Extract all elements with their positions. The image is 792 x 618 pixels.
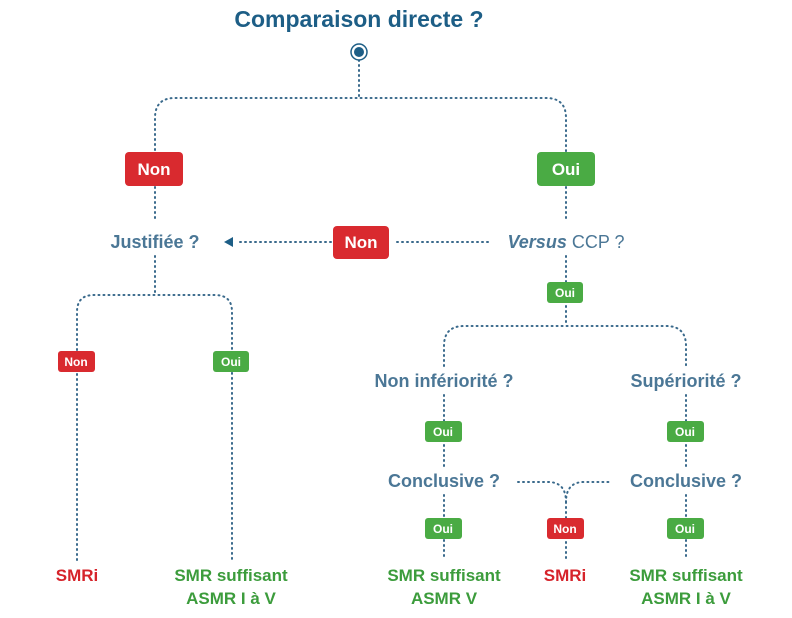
result-smri-left: SMRi <box>56 566 99 585</box>
badge-justified-oui-label: Oui <box>221 355 241 369</box>
question-non-inferiority: Non infériorité ? <box>375 371 514 391</box>
result-smr-sufficient-3-line2: ASMR I à V <box>641 589 731 608</box>
question-versus-ccp: Versus CCP ? <box>507 232 624 252</box>
badge-justified-non-label: Non <box>64 355 87 369</box>
badge-sup-concl-oui: Oui <box>667 518 704 539</box>
arrow-left-icon <box>224 237 233 247</box>
badge-noninf-oui: Oui <box>425 421 462 442</box>
result-smr-sufficient-3-line1: SMR suffisant <box>629 566 743 585</box>
connectors <box>76 59 687 561</box>
connector-justified-branch <box>76 294 233 561</box>
badge-top-oui-label: Oui <box>552 160 580 179</box>
badge-top-oui: Oui <box>537 152 595 186</box>
question-justified: Justifiée ? <box>110 232 199 252</box>
badge-middle-non-label: Non <box>344 233 377 252</box>
connector-versus-branch <box>443 325 687 367</box>
badge-top-non-label: Non <box>137 160 170 179</box>
versus-rest: CCP ? <box>567 232 625 252</box>
badge-versus-oui: Oui <box>547 282 583 303</box>
badge-noninf-oui-label: Oui <box>433 425 453 439</box>
start-node-core <box>354 47 364 57</box>
versus-italic: Versus <box>507 232 566 252</box>
badge-versus-oui-label: Oui <box>555 286 575 300</box>
badge-sup-oui-label: Oui <box>675 425 695 439</box>
result-smr-sufficient-1-line1: SMR suffisant <box>174 566 288 585</box>
badge-justified-non: Non <box>58 351 95 372</box>
question-conclusive-right: Conclusive ? <box>630 471 742 491</box>
diagram-title: Comparaison directe ? <box>234 6 483 32</box>
badge-noninf-concl-oui: Oui <box>425 518 462 539</box>
badge-middle-non: Non <box>333 226 389 259</box>
badge-sup-oui: Oui <box>667 421 704 442</box>
connector-root-branch <box>154 97 567 153</box>
result-smr-sufficient-2-line2: ASMR V <box>411 589 478 608</box>
result-smri-middle: SMRi <box>544 566 587 585</box>
badge-sup-concl-oui-label: Oui <box>675 522 695 536</box>
badge-concl-non-label: Non <box>553 522 576 536</box>
question-superiority: Supériorité ? <box>630 371 741 391</box>
result-smr-sufficient-2-line1: SMR suffisant <box>387 566 501 585</box>
question-conclusive-left: Conclusive ? <box>388 471 500 491</box>
badge-justified-oui: Oui <box>213 351 249 372</box>
badge-top-non: Non <box>125 152 183 186</box>
result-smr-sufficient-1-line2: ASMR I à V <box>186 589 276 608</box>
badge-concl-non: Non <box>547 518 584 539</box>
badge-noninf-concl-oui-label: Oui <box>433 522 453 536</box>
connector-conclusive-merge <box>517 481 613 503</box>
